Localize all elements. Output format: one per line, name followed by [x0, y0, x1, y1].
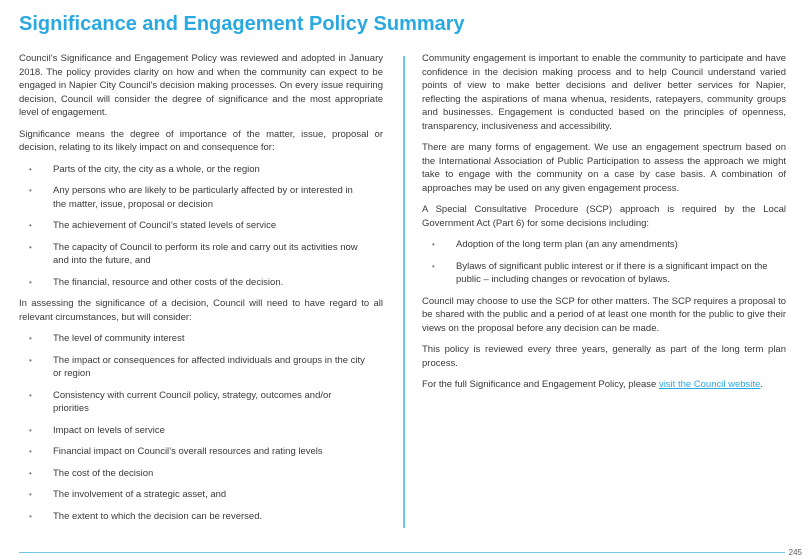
list-item: Any persons who are likely to be particu… — [19, 184, 383, 211]
list-item: Bylaws of significant public interest or… — [422, 260, 786, 287]
significance-definition: Significance means the degree of importa… — [19, 128, 383, 154]
list-item: The level of community interest — [19, 332, 383, 346]
council-website-link[interactable]: visit the Council website — [658, 379, 761, 390]
website-suffix: . — [760, 379, 763, 390]
column-divider — [403, 56, 405, 528]
page-title: Significance and Engagement Policy Summa… — [19, 13, 465, 35]
list-item: The cost of the decision — [19, 467, 383, 481]
website-paragraph: For the full Significance and Engagement… — [422, 378, 786, 392]
list-item: The extent to which the decision can be … — [19, 510, 383, 524]
impact-list: Parts of the city, the city as a whole, … — [19, 163, 383, 290]
right-column: Community engagement is important to ena… — [422, 52, 786, 400]
criteria-list: The level of community interest The impa… — [19, 332, 383, 523]
list-item: Adoption of the long term plan (an any a… — [422, 238, 786, 252]
list-item: Financial impact on Council’s overall re… — [19, 445, 383, 459]
list-item: The achievement of Council’s stated leve… — [19, 219, 383, 233]
review-paragraph: This policy is reviewed every three year… — [422, 344, 786, 369]
engagement-paragraph: Community engagement is important to ena… — [422, 53, 786, 132]
website-prefix: For the full Significance and Engagement… — [422, 379, 659, 390]
footer-rule — [19, 552, 785, 553]
list-item: Parts of the city, the city as a whole, … — [19, 163, 383, 177]
list-item: The financial, resource and other costs … — [19, 276, 383, 290]
scp-paragraph: A Special Consultative Procedure (SCP) a… — [422, 204, 786, 229]
page-number: 245 — [788, 548, 802, 557]
list-item: Impact on levels of service — [19, 424, 383, 438]
list-item: The involvement of a strategic asset, an… — [19, 488, 383, 502]
left-column: Council’s Significance and Engagement Po… — [19, 52, 383, 531]
assessment-paragraph: In assessing the significance of a decis… — [19, 298, 383, 323]
scp-other-paragraph: Council may choose to use the SCP for ot… — [422, 295, 786, 334]
scp-list: Adoption of the long term plan (an any a… — [422, 238, 786, 287]
intro-paragraph: Council’s Significance and Engagement Po… — [19, 53, 383, 118]
list-item: The impact or consequences for affected … — [19, 354, 383, 381]
list-item: The capacity of Council to perform its r… — [19, 241, 383, 268]
list-item: Consistency with current Council policy,… — [19, 389, 383, 416]
engagement-forms-paragraph: There are many forms of engagement. We u… — [422, 142, 786, 194]
